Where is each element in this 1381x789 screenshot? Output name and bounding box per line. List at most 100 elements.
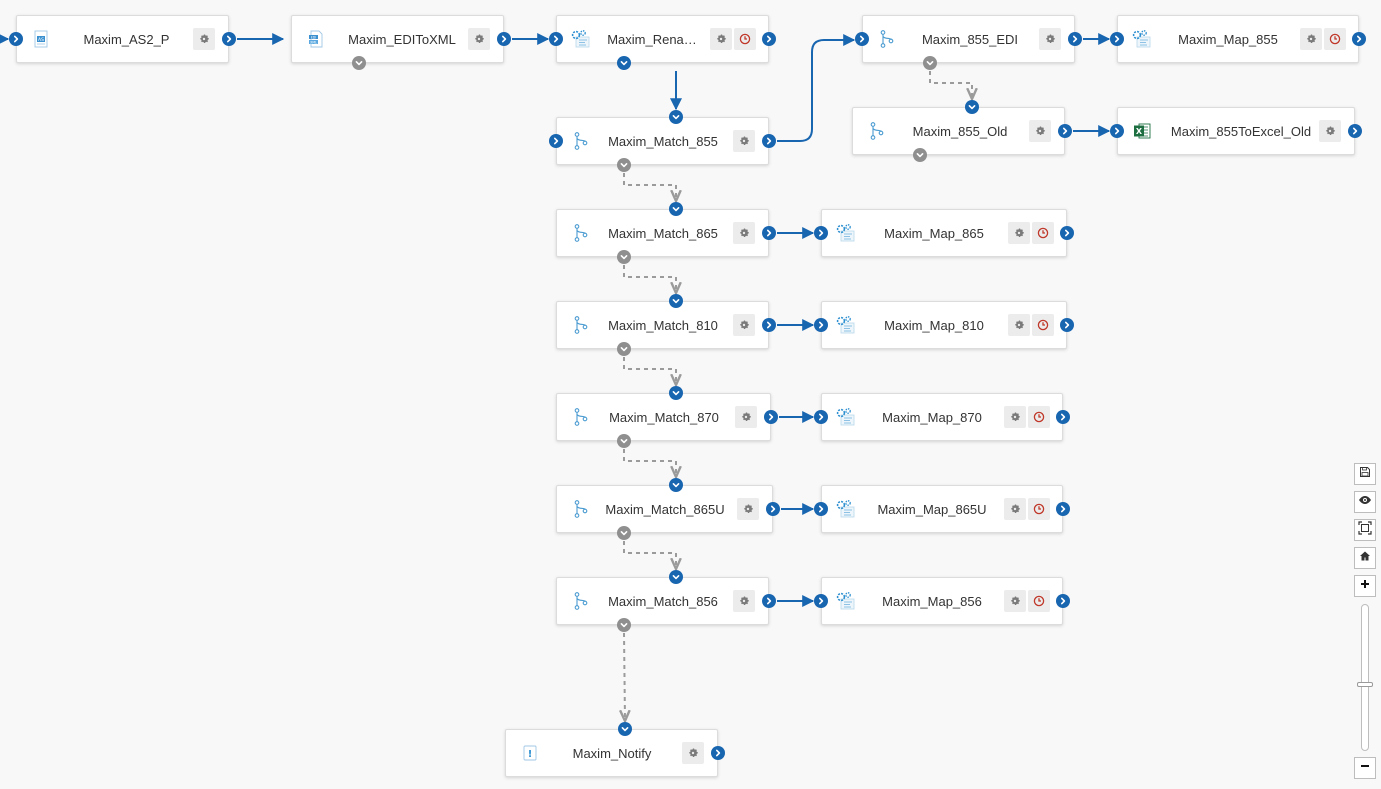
- output-port[interactable]: [711, 746, 725, 760]
- fit-to-screen-button[interactable]: [1354, 519, 1376, 541]
- node-settings-button[interactable]: [1008, 222, 1030, 244]
- flow-node-m870[interactable]: Maxim_Map_870: [821, 393, 1063, 441]
- node-schedule-button[interactable]: [1032, 314, 1054, 336]
- node-schedule-button[interactable]: [734, 28, 756, 50]
- node-settings-button[interactable]: [733, 130, 755, 152]
- node-settings-button[interactable]: [1004, 498, 1026, 520]
- failure-port[interactable]: [617, 618, 631, 632]
- flow-node-m865u[interactable]: Maxim_Map_865U: [821, 485, 1063, 533]
- node-schedule-button[interactable]: [1028, 406, 1050, 428]
- node-settings-button[interactable]: [737, 498, 759, 520]
- output-port[interactable]: [1060, 226, 1074, 240]
- failure-edge[interactable]: [929, 71, 972, 99]
- failure-edge[interactable]: [623, 265, 676, 293]
- output-port[interactable]: [762, 32, 776, 46]
- output-port[interactable]: [1056, 594, 1070, 608]
- input-port[interactable]: [814, 502, 828, 516]
- input-port[interactable]: [814, 594, 828, 608]
- flow-node-mt870[interactable]: Maxim_Match_870: [556, 393, 771, 441]
- flow-node-mt810[interactable]: Maxim_Match_810: [556, 301, 769, 349]
- input-port[interactable]: [855, 32, 869, 46]
- output-port[interactable]: [1352, 32, 1366, 46]
- output-port[interactable]: [1060, 318, 1074, 332]
- output-port[interactable]: [1056, 410, 1070, 424]
- output-port[interactable]: [1056, 502, 1070, 516]
- zoom-in-button[interactable]: [1354, 575, 1376, 597]
- node-schedule-button[interactable]: [1032, 222, 1054, 244]
- zoom-slider-track[interactable]: [1361, 604, 1369, 751]
- node-settings-button[interactable]: [1300, 28, 1322, 50]
- node-schedule-button[interactable]: [1028, 590, 1050, 612]
- input-port-top[interactable]: [669, 570, 683, 584]
- input-port[interactable]: [549, 32, 563, 46]
- flow-node-rena[interactable]: Maxim_Rena…: [556, 15, 769, 63]
- output-port[interactable]: [497, 32, 511, 46]
- output-port[interactable]: [764, 410, 778, 424]
- output-port[interactable]: [762, 134, 776, 148]
- input-port[interactable]: [1110, 124, 1124, 138]
- node-schedule-button[interactable]: [1324, 28, 1346, 50]
- failure-port[interactable]: [617, 434, 631, 448]
- next-port[interactable]: [617, 56, 631, 70]
- flow-node-mt865[interactable]: Maxim_Match_865: [556, 209, 769, 257]
- flow-node-o855[interactable]: Maxim_855_Old: [852, 107, 1065, 155]
- node-settings-button[interactable]: [735, 406, 757, 428]
- node-settings-button[interactable]: [733, 222, 755, 244]
- output-port[interactable]: [762, 594, 776, 608]
- node-settings-button[interactable]: [733, 590, 755, 612]
- node-settings-button[interactable]: [1029, 120, 1051, 142]
- failure-edge[interactable]: [623, 541, 676, 569]
- node-settings-button[interactable]: [1004, 406, 1026, 428]
- output-port[interactable]: [762, 226, 776, 240]
- save-button[interactable]: [1354, 463, 1376, 485]
- output-port[interactable]: [1348, 124, 1362, 138]
- node-settings-button[interactable]: [733, 314, 755, 336]
- input-port[interactable]: [814, 410, 828, 424]
- failure-port[interactable]: [923, 56, 937, 70]
- input-port[interactable]: [549, 134, 563, 148]
- failure-edge[interactable]: [623, 449, 676, 477]
- zoom-out-button[interactable]: [1354, 757, 1376, 779]
- failure-port[interactable]: [352, 56, 366, 70]
- input-port[interactable]: [9, 32, 23, 46]
- flow-node-m865[interactable]: Maxim_Map_865: [821, 209, 1067, 257]
- node-settings-button[interactable]: [710, 28, 732, 50]
- flow-node-mt856[interactable]: Maxim_Match_856: [556, 577, 769, 625]
- failure-port[interactable]: [617, 526, 631, 540]
- flow-node-mt855[interactable]: Maxim_Match_855: [556, 117, 769, 165]
- eye-button[interactable]: [1354, 491, 1376, 513]
- node-schedule-button[interactable]: [1028, 498, 1050, 520]
- failure-edge[interactable]: [624, 632, 625, 721]
- input-port[interactable]: [814, 318, 828, 332]
- input-port-top[interactable]: [965, 100, 979, 114]
- output-port[interactable]: [222, 32, 236, 46]
- flow-node-notify[interactable]: !Maxim_Notify: [505, 729, 718, 777]
- failure-port[interactable]: [617, 250, 631, 264]
- node-settings-button[interactable]: [1008, 314, 1030, 336]
- flow-node-e855[interactable]: Maxim_855_EDI: [862, 15, 1075, 63]
- zoom-slider-handle[interactable]: [1357, 682, 1373, 687]
- flow-node-mt865u[interactable]: Maxim_Match_865U: [556, 485, 773, 533]
- flow-node-m856[interactable]: Maxim_Map_856: [821, 577, 1063, 625]
- output-port[interactable]: [766, 502, 780, 516]
- node-settings-button[interactable]: [1004, 590, 1026, 612]
- output-port[interactable]: [1068, 32, 1082, 46]
- input-port-top[interactable]: [669, 386, 683, 400]
- input-port-top[interactable]: [669, 202, 683, 216]
- flow-node-m810[interactable]: Maxim_Map_810: [821, 301, 1067, 349]
- input-port[interactable]: [814, 226, 828, 240]
- node-settings-button[interactable]: [682, 742, 704, 764]
- input-port[interactable]: [1110, 32, 1124, 46]
- failure-edge[interactable]: [623, 173, 676, 201]
- output-port[interactable]: [762, 318, 776, 332]
- edge[interactable]: [777, 34, 856, 142]
- input-port-top[interactable]: [618, 722, 632, 736]
- input-port-top[interactable]: [669, 478, 683, 492]
- failure-port[interactable]: [617, 158, 631, 172]
- failure-edge[interactable]: [623, 357, 676, 385]
- node-settings-button[interactable]: [1319, 120, 1341, 142]
- home-button[interactable]: [1354, 547, 1376, 569]
